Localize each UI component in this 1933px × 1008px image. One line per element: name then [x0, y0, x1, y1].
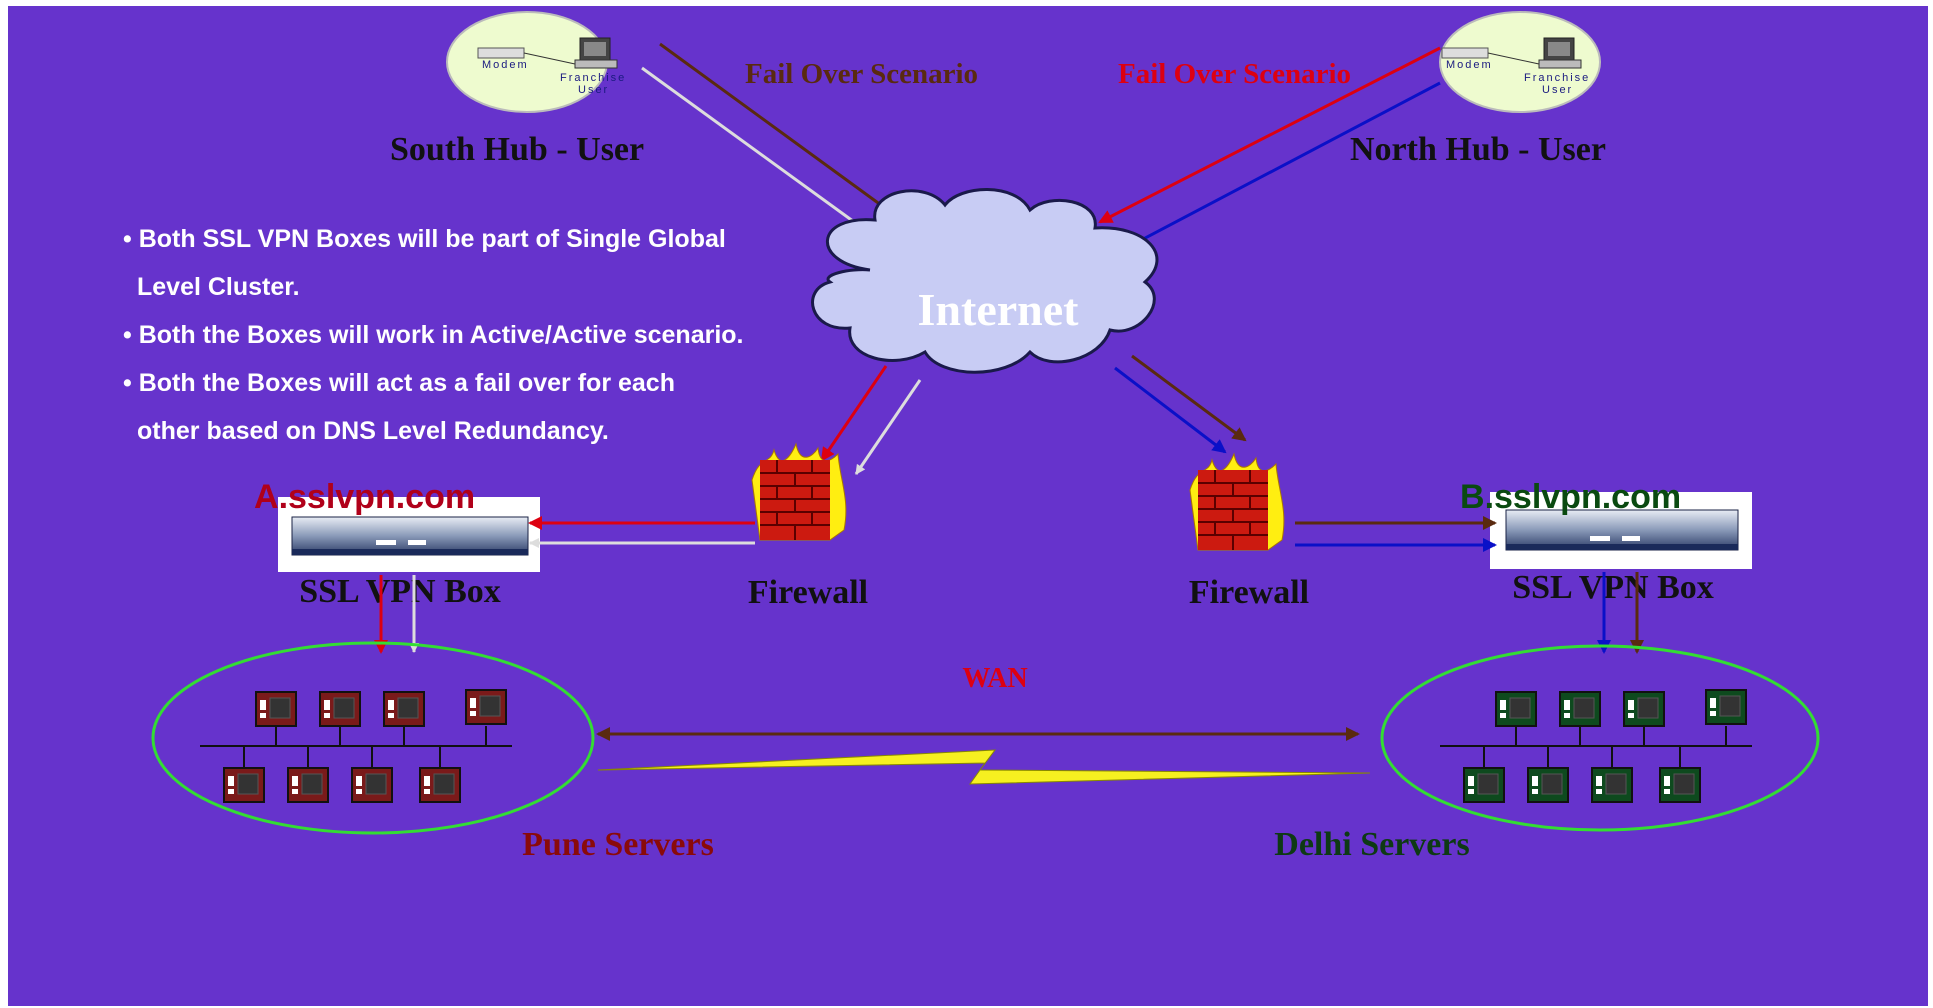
internet-to-firewall-b-blue-arrow	[1114, 366, 1227, 454]
pune-servers-label: Pune Servers	[522, 826, 714, 863]
franchise-label: Franchise	[560, 72, 626, 84]
bullet-line-2: Level Cluster.	[137, 273, 300, 301]
franchise-label: Franchise	[1524, 72, 1590, 84]
server-icon	[1659, 767, 1701, 803]
ssl-vpn-appliance-icon	[1490, 492, 1752, 569]
delhi-servers-label: Delhi Servers	[1274, 826, 1469, 863]
north-user-to-internet-arrow	[1128, 81, 1441, 248]
internet-label: Internet	[918, 284, 1080, 335]
firewall-icon	[751, 442, 847, 541]
bullet-line-3: • Both the Boxes will work in Active/Act…	[123, 321, 744, 349]
computer-icon	[1538, 37, 1582, 69]
modem-label: Modem	[482, 59, 529, 71]
site-b-hostname: B.sslvpn.com	[1460, 478, 1681, 516]
lightning-bolt-icon	[597, 749, 1371, 785]
server-icon	[1463, 767, 1505, 803]
south-failover-arrow	[659, 42, 920, 234]
delhi-network-ellipse	[1380, 644, 1820, 832]
server-icon	[223, 767, 265, 803]
north-hub-label: North Hub - User	[1350, 131, 1606, 168]
ssl-vpn-appliance-icon	[278, 497, 540, 572]
wan-label: WAN	[962, 663, 1027, 694]
pune-server-cluster	[200, 689, 512, 803]
south-hub-user-node: Modem Franchise User	[446, 11, 626, 113]
modem-icon	[1441, 47, 1489, 59]
site-a-host-rest: .sslvpn.com	[279, 478, 476, 516]
internet-to-firewall-b-brown-arrow	[1131, 354, 1247, 442]
site-a-hostname: A.sslvpn.com	[254, 478, 475, 516]
north-failover-arrow	[1098, 46, 1441, 224]
modem-icon	[477, 47, 525, 59]
failover-label-left: Fail Over Scenario	[745, 58, 978, 90]
user-label: User	[578, 84, 609, 96]
failover-label-right: Fail Over Scenario	[1118, 58, 1351, 90]
site-b-host-rest: .sslvpn.com	[1485, 478, 1682, 516]
server-icon	[319, 691, 361, 727]
firewall-b-label: Firewall	[1189, 574, 1309, 611]
ssl-vpn-box-a-label: SSL VPN Box	[299, 573, 501, 610]
south-user-to-internet-arrow	[641, 66, 869, 234]
north-hub-user-node: Modem Franchise User	[1439, 11, 1601, 113]
south-hub-label: South Hub - User	[390, 131, 644, 168]
internet-to-firewall-a-red-arrow	[820, 365, 888, 462]
bullet-line-5: other based on DNS Level Redundancy.	[137, 417, 609, 445]
cloud-icon	[811, 188, 1159, 374]
server-icon	[465, 689, 507, 725]
firewall-icon	[1189, 452, 1285, 551]
bullet-line-4: • Both the Boxes will act as a fail over…	[123, 369, 675, 397]
modem-label: Modem	[1446, 59, 1493, 71]
computer-icon	[574, 37, 618, 69]
server-icon	[1495, 691, 1537, 727]
user-label: User	[1542, 84, 1573, 96]
firewall-a-label: Firewall	[748, 574, 868, 611]
server-icon	[419, 767, 461, 803]
server-icon	[1559, 691, 1601, 727]
site-a-host-prefix: A	[254, 478, 279, 516]
server-icon	[287, 767, 329, 803]
ssl-vpn-box-b-label: SSL VPN Box	[1512, 569, 1714, 606]
site-b-host-prefix: B	[1460, 478, 1485, 516]
server-icon	[383, 691, 425, 727]
bullet-line-1: • Both SSL VPN Boxes will be part of Sin…	[123, 225, 726, 253]
server-icon	[1623, 691, 1665, 727]
bullet-list: • Both SSL VPN Boxes will be part of Sin…	[123, 225, 744, 445]
server-icon	[255, 691, 297, 727]
server-icon	[351, 767, 393, 803]
delhi-server-cluster	[1440, 689, 1752, 803]
server-icon	[1527, 767, 1569, 803]
server-icon	[1705, 689, 1747, 725]
pune-network-ellipse	[151, 641, 595, 835]
internet-to-firewall-a-white-arrow	[854, 379, 922, 475]
server-icon	[1591, 767, 1633, 803]
